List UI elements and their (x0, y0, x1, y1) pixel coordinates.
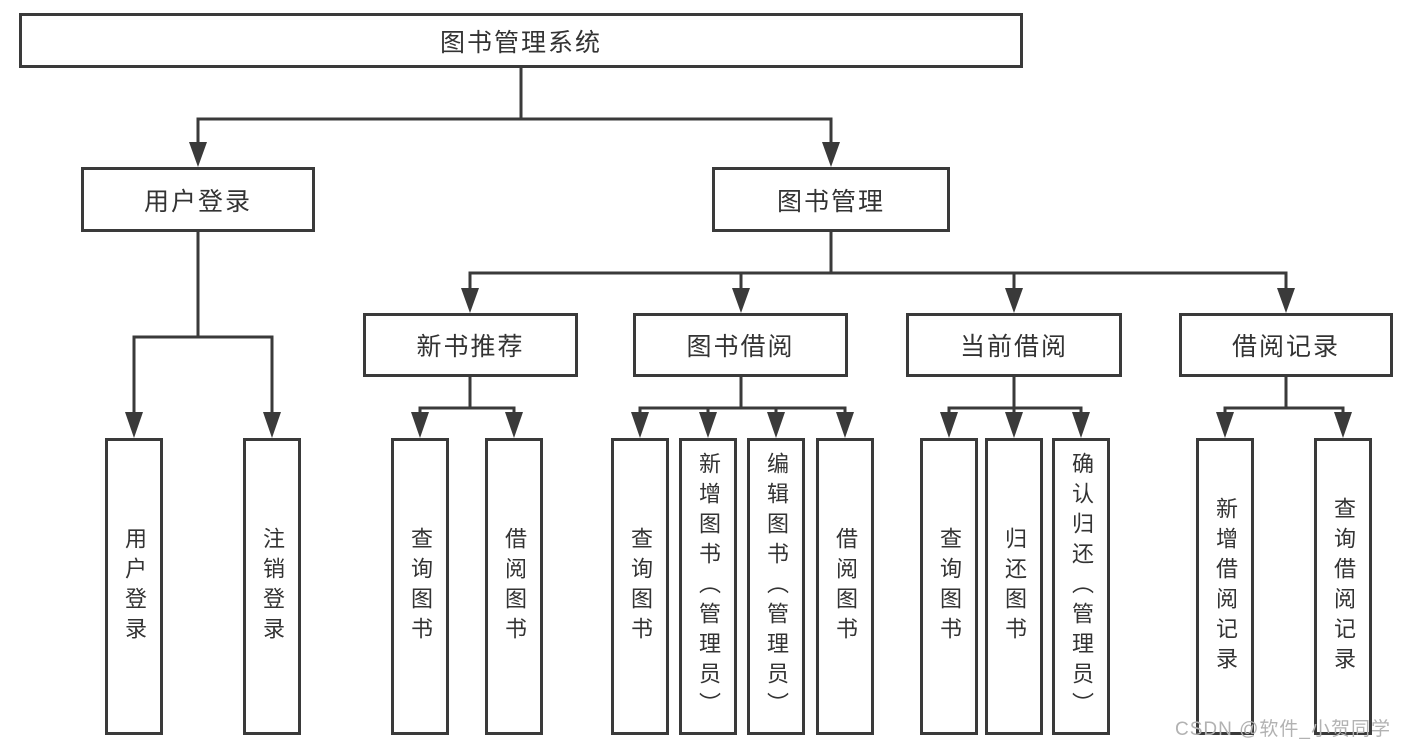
node-current-borrowing-label: 当前借阅 (959, 333, 1068, 361)
node-book-borrowing-label: 图书借阅 (686, 333, 795, 361)
leaf-add-borrow-record: 新增借阅记录 (1196, 438, 1254, 735)
node-new-book-recommendation-label: 新书推荐 (416, 333, 525, 361)
node-library-management-system-label: 图书管理系统 (439, 28, 602, 57)
node-new-book-recommendation: 新书推荐 (363, 313, 578, 377)
leaf-query-borrow-record: 查询借阅记录 (1314, 438, 1372, 735)
leaf-confirm-return-admin: 确认归还（管理员） (1052, 438, 1110, 735)
leaf-return-book: 归还图书 (985, 438, 1043, 735)
leaf-query-book-recommend-label: 查询图书 (408, 526, 433, 647)
leaf-query-book-borrowing-label: 查询图书 (628, 526, 653, 647)
connector-paths (132, 65, 1345, 416)
leaf-return-book-label: 归还图书 (1002, 526, 1027, 647)
leaf-query-book-current-label: 查询图书 (937, 526, 962, 647)
leaf-borrow-book-recommend-label: 借阅图书 (502, 526, 527, 647)
leaf-borrow-book-borrowing-label: 借阅图书 (833, 526, 858, 647)
leaf-logout-label: 注销登录 (260, 526, 285, 647)
node-user-login-label: 用户登录 (143, 187, 252, 216)
node-user-login: 用户登录 (81, 167, 315, 232)
leaf-edit-book-admin-label: 编辑图书（管理员） (764, 451, 789, 722)
leaf-query-book-recommend: 查询图书 (391, 438, 449, 735)
node-book-borrowing: 图书借阅 (633, 313, 848, 377)
node-book-management: 图书管理 (712, 167, 950, 232)
leaf-logout: 注销登录 (243, 438, 301, 735)
leaf-confirm-return-admin-label: 确认归还（管理员） (1069, 451, 1094, 722)
leaf-add-book-admin: 新增图书（管理员） (679, 438, 737, 735)
arrowheads (125, 142, 1352, 438)
node-borrowing-records-label: 借阅记录 (1231, 333, 1340, 361)
node-library-management-system: 图书管理系统 (19, 13, 1023, 68)
leaf-add-book-admin-label: 新增图书（管理员） (696, 451, 721, 722)
leaf-borrow-book-recommend: 借阅图书 (485, 438, 543, 735)
watermark: CSDN @软件_小贺同学 (1175, 719, 1391, 740)
node-borrowing-records: 借阅记录 (1179, 313, 1393, 377)
leaf-query-book-current: 查询图书 (920, 438, 978, 735)
leaf-add-borrow-record-label: 新增借阅记录 (1213, 496, 1238, 677)
leaf-borrow-book-borrowing: 借阅图书 (816, 438, 874, 735)
leaf-user-login: 用户登录 (105, 438, 163, 735)
leaf-query-borrow-record-label: 查询借阅记录 (1331, 496, 1356, 677)
leaf-user-login-label: 用户登录 (122, 526, 147, 647)
node-current-borrowing: 当前借阅 (906, 313, 1122, 377)
leaf-edit-book-admin: 编辑图书（管理员） (747, 438, 805, 735)
leaf-query-book-borrowing: 查询图书 (611, 438, 669, 735)
node-book-management-label: 图书管理 (776, 187, 885, 216)
